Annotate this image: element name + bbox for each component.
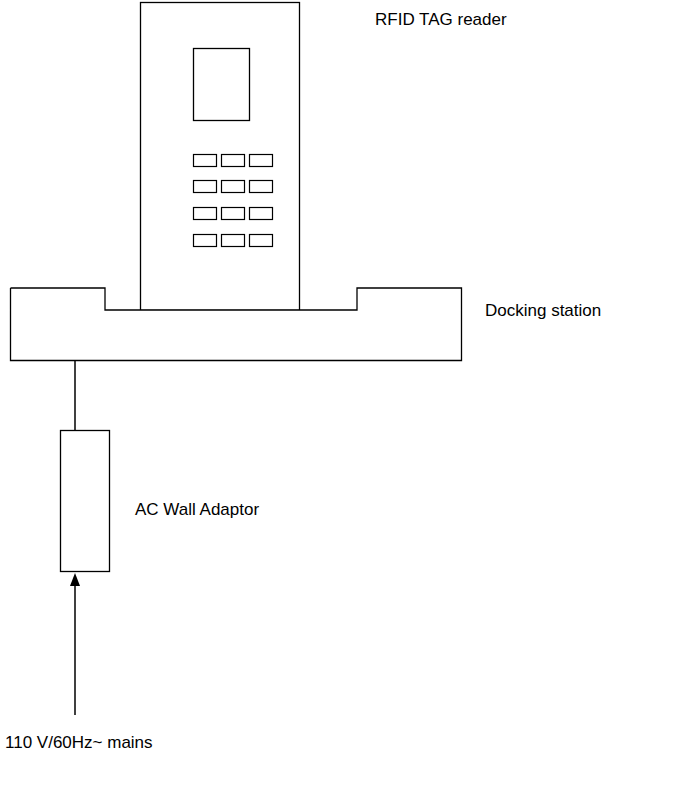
- docking-station: Docking station: [10, 287, 462, 361]
- node-label: RFID TAG reader: [375, 10, 507, 30]
- rfid-reader: RFID TAG reader: [140, 2, 300, 311]
- wall-adaptor: AC Wall Adaptor: [60, 430, 110, 572]
- key-button: [250, 208, 273, 220]
- rfid-reader-outline: [140, 2, 300, 311]
- wall-adaptor-outline: [60, 430, 110, 572]
- key-button: [250, 155, 273, 167]
- key-button: [250, 181, 273, 193]
- key-button: [194, 208, 217, 220]
- node-label: AC Wall Adaptor: [135, 500, 259, 520]
- arrow-head: [70, 573, 80, 586]
- key-button: [194, 235, 217, 247]
- key-button: [250, 235, 273, 247]
- key-button: [222, 155, 245, 167]
- docking-station-outline: [10, 287, 462, 361]
- key-button: [222, 235, 245, 247]
- supply-label: 110 V/60Hz~ mains: [5, 733, 153, 753]
- screen: [194, 49, 250, 121]
- node-label: Docking station: [485, 301, 601, 321]
- power-cable: [75, 361, 76, 430]
- key-button: [222, 208, 245, 220]
- mains-line: [74, 584, 76, 715]
- key-button: [222, 181, 245, 193]
- key-button: [194, 181, 217, 193]
- key-button: [194, 155, 217, 167]
